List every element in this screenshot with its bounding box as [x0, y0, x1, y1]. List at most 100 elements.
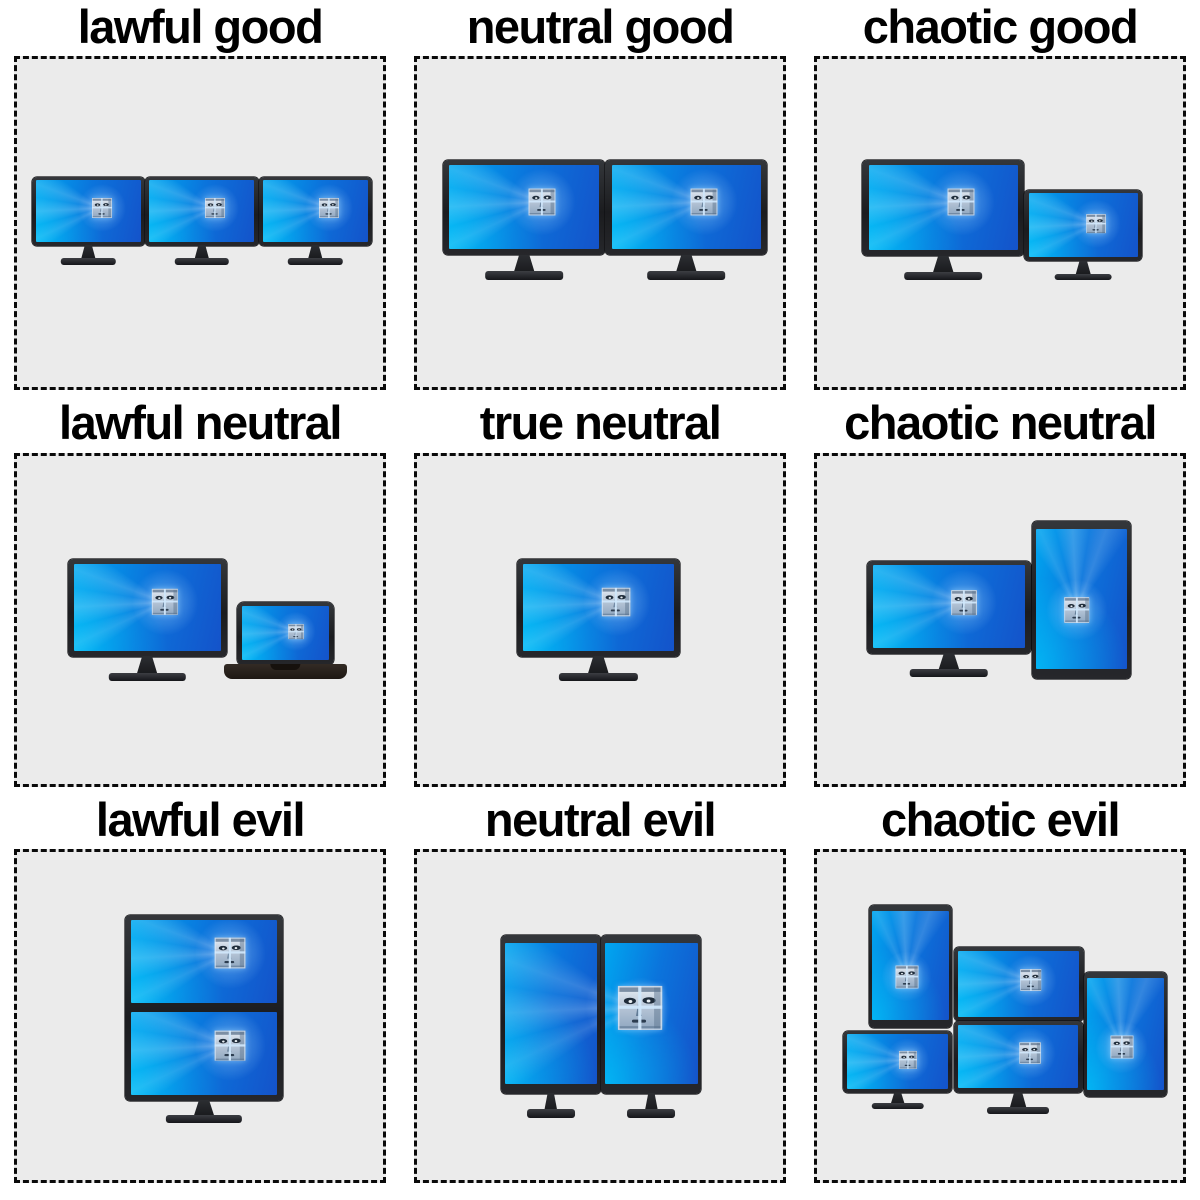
monitor-stand-base	[61, 258, 116, 265]
wallpaper-screen	[523, 563, 674, 651]
cell-true-neutral: true neutral	[414, 396, 786, 787]
cell-title: lawful neutral	[59, 396, 342, 450]
monitor-stand-neck	[1009, 1092, 1027, 1108]
monitor-stand-neck	[307, 245, 323, 260]
cell-lawful-good: lawful good	[14, 0, 386, 391]
alignment-cell-box	[414, 56, 786, 391]
windows-face-logo-icon	[602, 587, 631, 617]
monitor-icon	[1024, 189, 1143, 281]
monitor-stand-neck	[644, 1092, 658, 1111]
monitor-icon	[258, 176, 372, 265]
wallpaper-screen	[1086, 978, 1165, 1090]
alignment-cell-box	[814, 452, 1186, 787]
wallpaper-screen	[873, 565, 1025, 649]
alignment-cell-box	[14, 452, 386, 787]
wallpaper-screen	[1035, 528, 1128, 670]
wallpaper-screen	[611, 164, 762, 250]
windows-face-logo-icon	[215, 1030, 246, 1061]
cell-chaotic-good: chaotic good	[814, 0, 1186, 391]
monitor-icon	[145, 176, 259, 265]
alignment-cell-box	[814, 849, 1186, 1184]
monitor-stand-base	[904, 271, 983, 280]
wallpaper-screen	[868, 164, 1018, 251]
monitor-stand-base	[987, 1106, 1050, 1115]
windows-face-logo-icon	[215, 938, 246, 969]
monitor-stand-base	[526, 1109, 575, 1118]
monitor-icon	[516, 558, 680, 682]
windows-face-logo-icon	[895, 965, 919, 989]
monitor-stand-base	[108, 672, 186, 682]
monitor-stand-base	[174, 258, 230, 265]
windows-face-logo-icon	[1019, 1042, 1041, 1065]
cell-title: chaotic evil	[881, 792, 1121, 846]
monitor-stand-base	[1054, 273, 1112, 281]
windows-face-logo-icon	[898, 1050, 917, 1069]
monitor-stand-neck	[932, 255, 954, 274]
monitor-stand-neck	[80, 245, 96, 260]
monitor-stand-neck	[193, 1099, 215, 1117]
portrait-monitor-icon	[1031, 520, 1131, 679]
monitor-stand-base	[627, 1109, 676, 1118]
alignment-cell-box	[414, 849, 786, 1184]
cell-title: true neutral	[479, 396, 722, 450]
monitor-stand-neck	[938, 653, 960, 671]
monitor-icon	[443, 160, 606, 280]
cell-chaotic-evil: chaotic evil	[814, 792, 1186, 1184]
windows-face-logo-icon	[951, 589, 977, 616]
cell-title: chaotic neutral	[844, 396, 1157, 450]
cell-lawful-neutral: lawful neutral	[14, 396, 386, 787]
alignment-cell-box	[14, 849, 386, 1184]
wallpaper-screen	[149, 180, 255, 242]
monitor-icon	[953, 947, 1084, 1021]
wallpaper-screen	[262, 180, 368, 242]
alignment-cell-box	[414, 452, 786, 787]
monitor-stand-neck	[194, 245, 210, 260]
wallpaper-screen	[958, 950, 1079, 1017]
windows-face-logo-icon	[528, 188, 556, 216]
cell-neutral-good: neutral good	[414, 0, 786, 391]
laptop-base	[224, 664, 347, 679]
windows-face-logo-icon	[1110, 1035, 1134, 1059]
monitor-stand-base	[559, 672, 638, 682]
portrait-monitor-icon	[1083, 971, 1168, 1098]
monitor-stand-base	[485, 271, 564, 280]
monitor-stand-base	[165, 1114, 243, 1123]
wallpaper-screen	[241, 606, 329, 661]
laptop-icon	[224, 601, 347, 679]
monitor-icon	[842, 1030, 953, 1110]
cell-lawful-evil: lawful evil	[14, 794, 386, 1184]
cell-title: neutral good	[466, 0, 735, 53]
wallpaper-screen	[847, 1033, 949, 1090]
monitor-stand-base	[647, 271, 726, 280]
monitor-stand-neck	[544, 1092, 558, 1111]
cell-chaotic-neutral: chaotic neutral	[814, 396, 1186, 787]
cell-title: neutral evil	[484, 792, 717, 846]
wallpaper-screen	[73, 563, 221, 651]
wallpaper-screen	[130, 920, 278, 1004]
windows-face-logo-icon	[618, 985, 663, 1030]
windows-face-logo-icon	[205, 197, 226, 218]
monitor-stand-neck	[587, 656, 609, 675]
monitor-stand-neck	[513, 254, 535, 273]
windows-face-logo-icon	[947, 189, 975, 216]
monitor-stand-neck	[890, 1092, 905, 1105]
alignment-cell-box	[14, 56, 386, 391]
windows-face-logo-icon	[318, 197, 339, 218]
monitor-stand-neck	[675, 254, 697, 273]
monitor-icon	[953, 1020, 1083, 1115]
alignment-cell-box	[814, 56, 1186, 391]
monitor-stand-base	[871, 1103, 924, 1110]
monitor-icon	[31, 176, 146, 265]
monitor-icon	[67, 558, 227, 682]
monitor-icon	[605, 160, 768, 280]
windows-face-logo-icon	[1019, 969, 1042, 992]
windows-face-logo-icon	[92, 197, 112, 218]
cell-title: chaotic good	[862, 0, 1139, 53]
windows-face-logo-icon	[288, 623, 304, 640]
wallpaper-screen	[504, 942, 597, 1085]
cell-title: lawful good	[77, 0, 324, 53]
portrait-monitor-icon	[601, 934, 702, 1118]
monitor-icon	[867, 560, 1031, 678]
windows-face-logo-icon	[1086, 213, 1107, 234]
